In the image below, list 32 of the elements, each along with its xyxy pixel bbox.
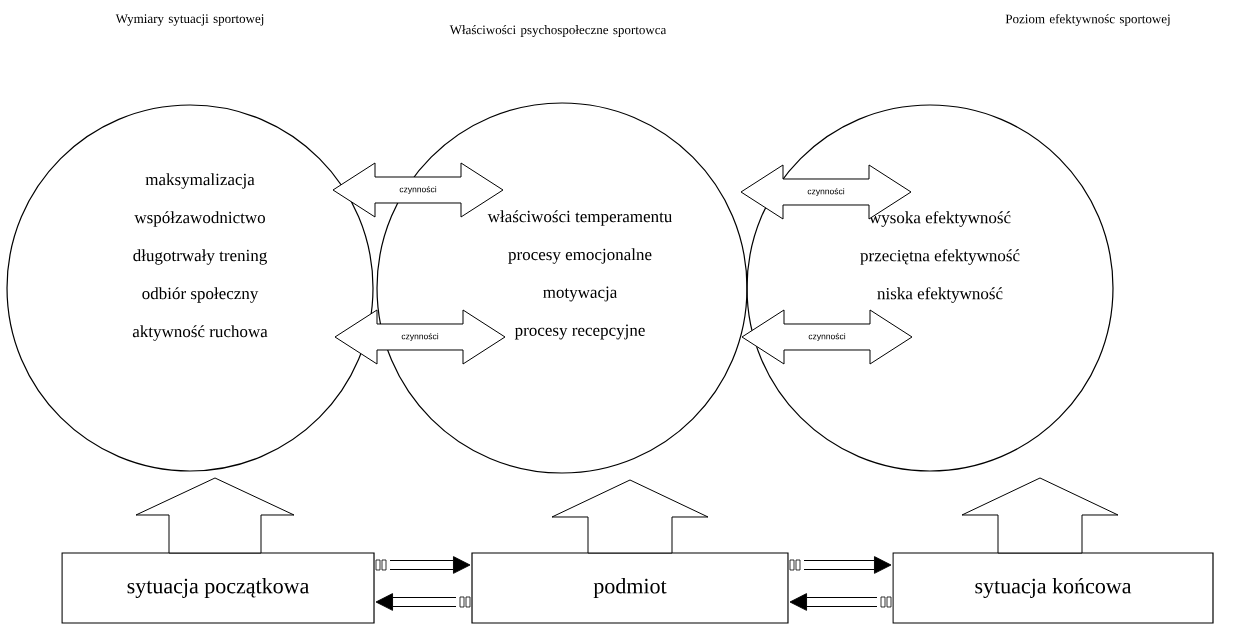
- block-arrow: [551, 479, 709, 554]
- block-arrow: [375, 556, 471, 574]
- list-item: właściwości temperamentu: [487, 210, 672, 226]
- list-item: współzawodnictwo: [134, 211, 265, 227]
- double-block-arrow: [332, 162, 504, 218]
- block-arrow: [789, 593, 892, 611]
- list-item: maksymalizacja: [145, 173, 255, 189]
- list-item: aktywność ruchowa: [132, 325, 268, 341]
- block-arrow: [375, 593, 471, 611]
- column-heading: Poziom efektywnośc sportowej: [1005, 14, 1170, 26]
- column-heading: Właściwości psychospołeczne sportowca: [449, 25, 667, 37]
- list-item: odbiór społeczny: [142, 287, 259, 303]
- double-block-arrow: [740, 164, 912, 220]
- text-box: sytuacja końcowa: [892, 552, 1214, 624]
- text-box: podmiot: [471, 552, 789, 624]
- list-item: niska efektywność: [877, 287, 1003, 303]
- double-block-arrow: [741, 309, 913, 365]
- block-arrow: [135, 477, 295, 554]
- block-arrow: [789, 556, 892, 574]
- edge-label: czynności: [807, 332, 847, 342]
- list-item: procesy emocjonalne: [508, 248, 652, 264]
- edge-label: czynności: [398, 185, 438, 195]
- list-item: motywacja: [543, 286, 618, 302]
- list-item: procesy recepcyjne: [514, 324, 645, 340]
- double-block-arrow: [334, 309, 506, 365]
- list-item: przeciętna efektywność: [860, 249, 1020, 265]
- block-arrow: [961, 477, 1119, 554]
- column-heading: Wymiary sytuacji sportowej: [115, 14, 264, 26]
- edge-label: czynności: [806, 187, 846, 197]
- list-item: wysoka efektywność: [868, 211, 1011, 227]
- edge-label: czynności: [400, 332, 440, 342]
- list-item: długotrwały trening: [133, 249, 267, 265]
